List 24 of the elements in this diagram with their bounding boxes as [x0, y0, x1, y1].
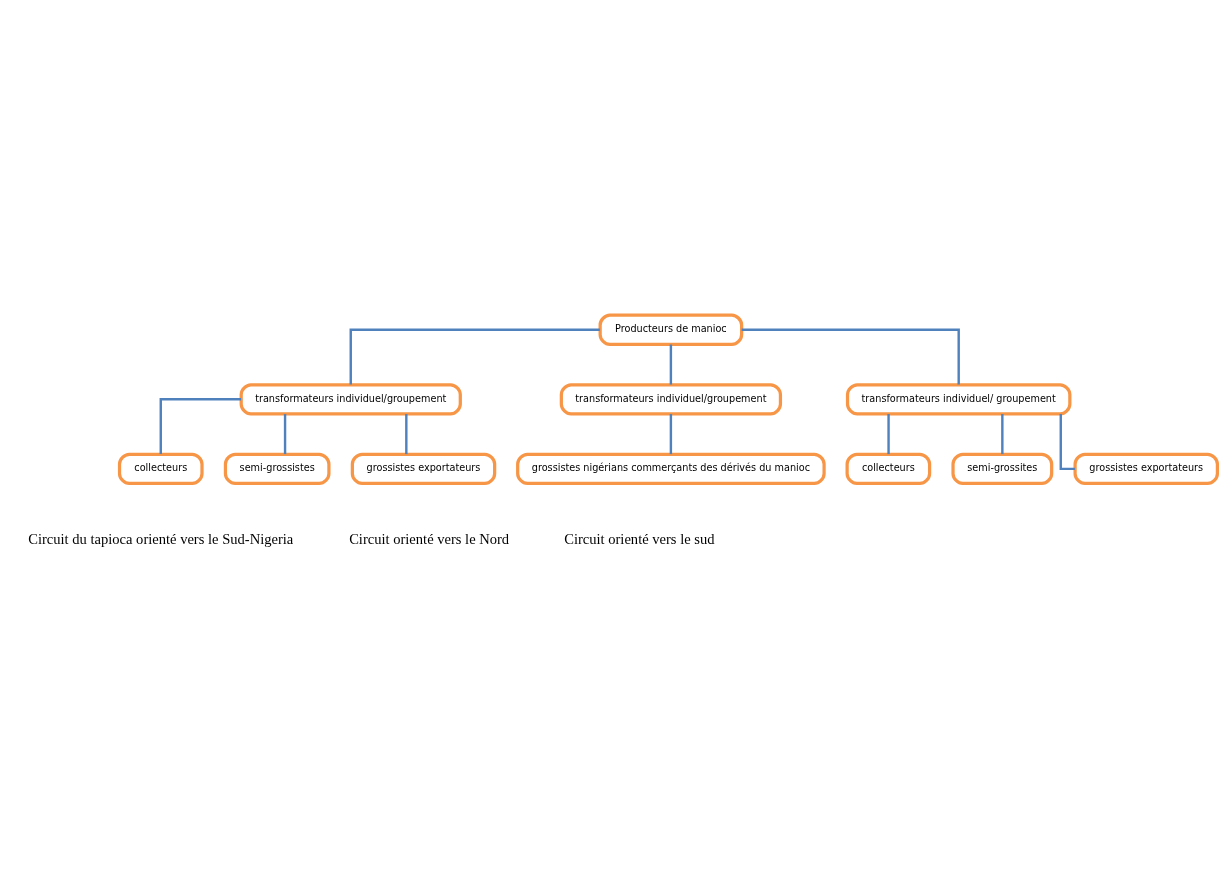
label: Circuit orienté vers le Nord [349, 530, 510, 547]
node-box: grossistes exportateurs [1073, 452, 1219, 485]
connector [1059, 413, 1075, 470]
node-box: transformateurs individuel/ groupement [845, 382, 1072, 415]
label: Circuit du tapioca orienté vers le Sud-Nigeria [28, 530, 294, 547]
connector [669, 344, 673, 385]
connector [1001, 413, 1004, 454]
connector [349, 328, 600, 385]
node-box: Producteurs de manioc [598, 313, 744, 346]
connector [159, 397, 242, 454]
node-box: semi-grossistes [223, 452, 331, 485]
connector [741, 328, 960, 385]
connector [669, 413, 673, 454]
node-box: semi-grossites [951, 452, 1054, 485]
node-box: transformateurs individuel/groupement [239, 382, 462, 415]
connector [405, 413, 408, 454]
connector [283, 413, 287, 454]
node-box: collecteurs [117, 452, 204, 485]
label: Circuit orienté vers le sud [564, 530, 715, 547]
node-box: transformateurs individuel/groupement [559, 382, 783, 415]
node-box: grossistes nigérians commerçants des dérivés du manioc [516, 452, 826, 485]
connector [887, 413, 890, 454]
node-box: grossistes exportateurs [350, 452, 497, 485]
node-box: collecteurs [845, 452, 932, 485]
